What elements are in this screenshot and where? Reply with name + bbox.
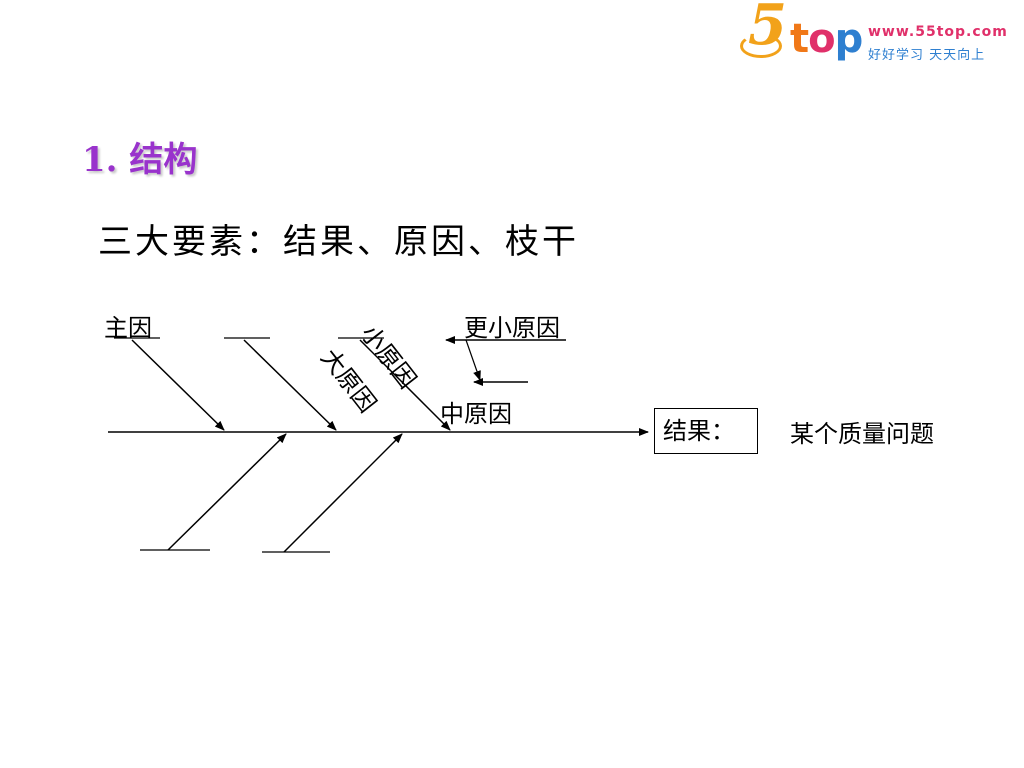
bottom-branch-1	[167, 433, 287, 551]
smaller-cause-label: 更小原因	[464, 314, 560, 342]
logo-slogan: 好好学习 天天向上	[868, 48, 986, 63]
result-description: 某个质量问题	[790, 420, 934, 448]
logo-url: www.55top.com	[868, 24, 1008, 40]
main-cause-label: 主因	[104, 314, 152, 342]
logo-swirl-icon	[740, 34, 782, 58]
bottom-branch-2	[283, 433, 403, 553]
slide-subtitle: 三大要素：结果、原因、枝干	[98, 222, 579, 262]
result-box: 结果：	[654, 408, 758, 454]
top-branch-1	[131, 339, 225, 431]
logo-word: top	[790, 16, 863, 62]
top-branch-3	[359, 339, 451, 431]
site-logo: 5 top www.55top.com 好好学习 天天向上	[738, 0, 1018, 68]
slide-heading: 1. 结构	[82, 140, 198, 180]
small-cause-stub	[465, 339, 481, 381]
top-branch-2	[243, 339, 337, 431]
middle-cause-label: 中原因	[440, 400, 512, 428]
